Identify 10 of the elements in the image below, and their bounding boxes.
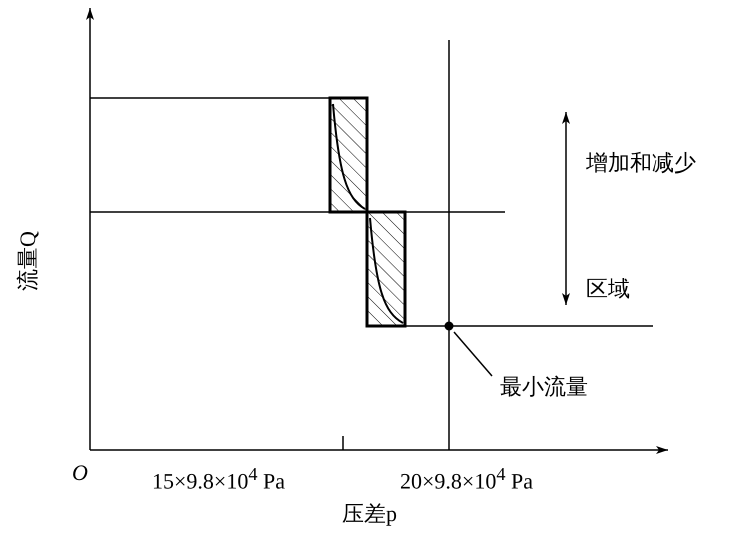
- tick-label: 15×9.8×10$^{4}$ Pa: [152, 465, 285, 492]
- axis-title: 流量Q: [16, 231, 39, 291]
- tick-label: 20×9.8×10$^{4}$ Pa: [400, 465, 533, 492]
- origin-label: O: [72, 462, 88, 484]
- range-label: 增加和减少: [586, 152, 696, 174]
- data-point: [444, 322, 454, 330]
- callout-label: 最小流量: [500, 376, 588, 398]
- axis-title: 压差p: [342, 503, 397, 525]
- range-label: 区域: [586, 278, 630, 300]
- leader-line: [453, 332, 493, 376]
